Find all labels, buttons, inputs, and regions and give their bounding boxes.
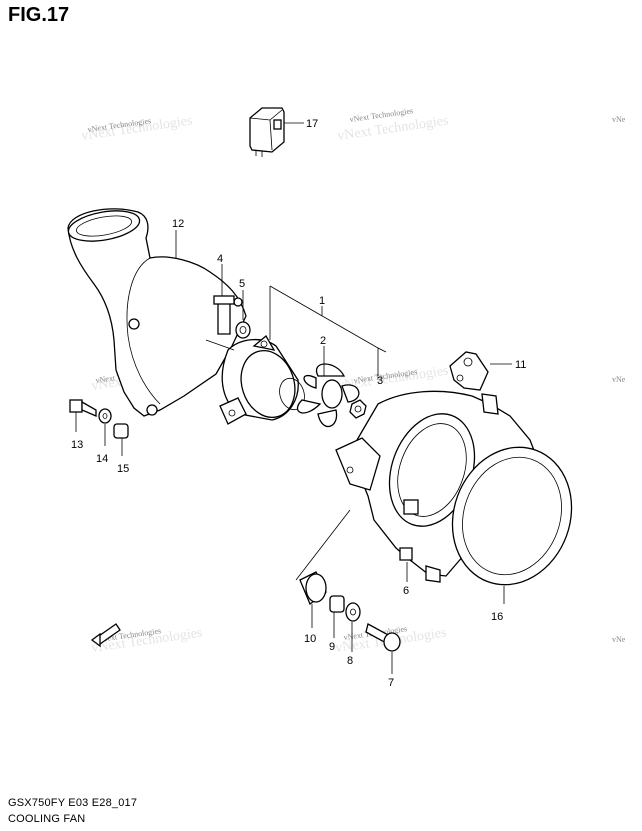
model-code: GSX750FY E03 E28_017	[8, 797, 138, 809]
callout-10: 10	[304, 633, 316, 645]
callout-7: 7	[388, 677, 394, 689]
part-15-collar	[113, 423, 129, 456]
callout-13: 13	[71, 439, 83, 451]
front-arrow-icon	[90, 623, 121, 648]
fan-motor	[205, 335, 305, 425]
part-8-washer	[345, 602, 361, 652]
figure-title: FIG.17	[8, 4, 70, 26]
callout-15: 15	[117, 463, 129, 475]
watermark-text-edge: vNe	[612, 375, 626, 384]
callout-6: 6	[403, 585, 409, 597]
callout-9: 9	[329, 641, 335, 653]
part-10-grommet	[299, 571, 327, 628]
part-4-bolt	[213, 264, 235, 335]
section-name: COOLING FAN	[8, 813, 86, 825]
watermark-text-edge: vNe	[612, 635, 626, 644]
callout-labels: 17 12 4 5 1 2 3 11 13 14 15 6 16 10 9 8 …	[71, 118, 526, 689]
callout-2: 2	[320, 335, 326, 347]
callout-3: 3	[377, 375, 383, 387]
part-5-washer	[235, 290, 251, 339]
callout-1: 1	[319, 295, 325, 307]
callout-17: 17	[306, 118, 318, 130]
callout-16: 16	[491, 611, 503, 623]
part-12-fan-shroud	[67, 208, 247, 417]
part-3-nut	[349, 399, 367, 419]
callout-11: 11	[515, 359, 526, 371]
part-9-collar	[329, 595, 345, 638]
part-17-relay	[249, 107, 304, 157]
callout-14: 14	[96, 453, 108, 465]
part-13-bolt	[69, 399, 97, 432]
part-2-fan-blade	[296, 346, 360, 427]
callout-5: 5	[239, 278, 245, 290]
part-16-fan-housing	[295, 390, 573, 604]
callout-8: 8	[347, 655, 353, 667]
part-11-clip	[449, 351, 512, 391]
callout-12: 12	[172, 218, 184, 230]
callout-4: 4	[217, 253, 223, 265]
part-14-washer	[98, 408, 112, 446]
part-7-bolt	[365, 623, 401, 674]
watermark-text-edge: vNe	[612, 115, 626, 124]
part-1-bracket-line	[269, 285, 387, 376]
